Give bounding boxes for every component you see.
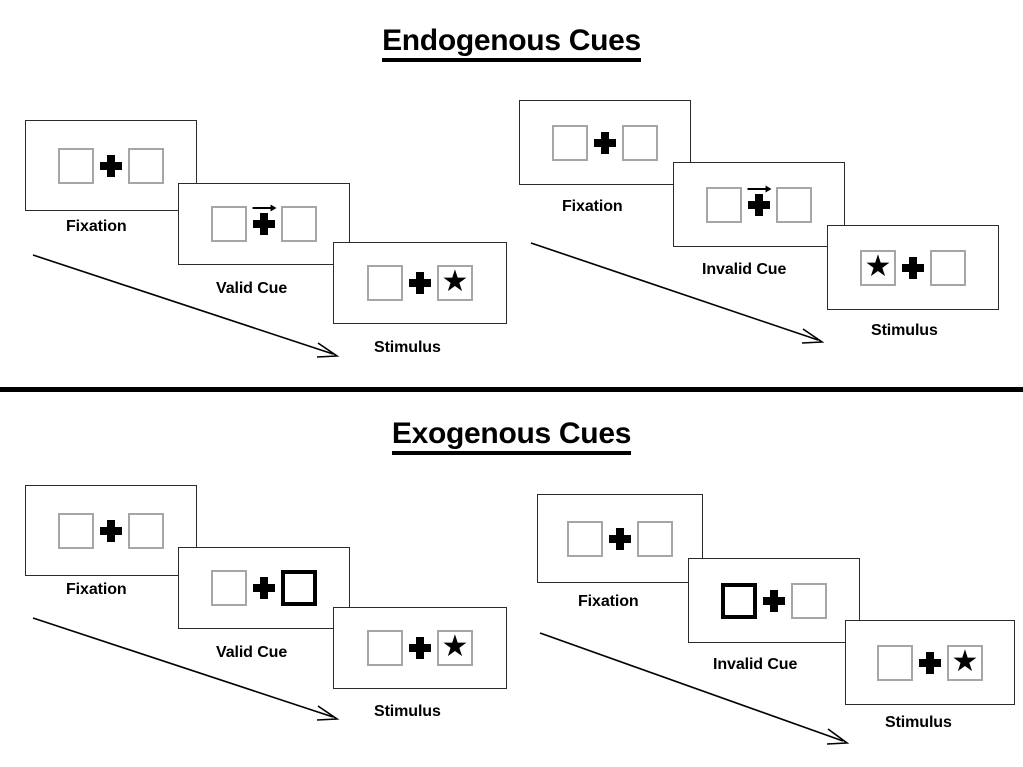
plus-cross-icon bbox=[409, 637, 431, 659]
plus-cross-icon bbox=[902, 256, 924, 279]
plus-cross-icon bbox=[919, 651, 941, 674]
stage-label-exogenous-valid-cue: Valid Cue bbox=[216, 644, 288, 661]
frame-exogenous-invalid-cue bbox=[688, 558, 860, 643]
fixation-cross bbox=[247, 568, 281, 608]
fixation-cross bbox=[896, 248, 930, 288]
section-title-endogenous-text: Endogenous Cues bbox=[382, 24, 641, 62]
stage-label-endogenous-valid-stimulus: Stimulus bbox=[374, 339, 441, 356]
placeholder-box-left bbox=[367, 630, 403, 666]
star-target-icon: ★ bbox=[864, 249, 892, 283]
frame-endogenous-valid-cue bbox=[178, 183, 350, 265]
frame-exogenous-valid-cue bbox=[178, 547, 350, 629]
plus-cross-icon bbox=[409, 272, 431, 294]
fixation-cross bbox=[94, 511, 128, 551]
frame-endogenous-invalid-stimulus: ★ bbox=[827, 225, 999, 310]
flow-arrow-exogenous-valid bbox=[30, 613, 345, 728]
star-target-icon: ★ bbox=[951, 644, 979, 678]
frame-endogenous-valid-stimulus: ★ bbox=[333, 242, 507, 324]
target-box-right: ★ bbox=[947, 644, 983, 681]
placeholder-box-left bbox=[877, 644, 913, 681]
plus-cross-icon bbox=[748, 193, 770, 216]
stage-label-endogenous-valid-cue: Valid Cue bbox=[216, 280, 288, 297]
placeholder-box-left bbox=[211, 206, 247, 242]
placeholder-box-right bbox=[791, 582, 827, 619]
flow-arrow-exogenous-invalid bbox=[537, 628, 852, 753]
section-title-exogenous: Exogenous Cues bbox=[0, 417, 1023, 455]
placeholder-box-left bbox=[58, 147, 94, 184]
fixation-cross bbox=[588, 123, 622, 163]
placeholder-box-left bbox=[211, 570, 247, 606]
plus-cross-icon bbox=[594, 131, 616, 154]
fixation-cross bbox=[913, 643, 947, 683]
placeholder-box-left bbox=[706, 186, 742, 223]
flow-arrow-endogenous-valid bbox=[30, 250, 345, 365]
fixation-cross bbox=[403, 628, 437, 668]
placeholder-box-left bbox=[367, 265, 403, 301]
placeholder-box-right bbox=[128, 512, 164, 549]
arrow-right-icon bbox=[252, 203, 278, 213]
stage-label-endogenous-invalid-cue: Invalid Cue bbox=[702, 261, 787, 278]
frame-exogenous-valid-stimulus: ★ bbox=[333, 607, 507, 689]
plus-cross-icon bbox=[763, 589, 785, 612]
plus-cross-icon bbox=[100, 154, 122, 177]
placeholder-box-right bbox=[930, 249, 966, 286]
star-target-icon: ★ bbox=[441, 265, 469, 298]
placeholder-box-right bbox=[281, 206, 317, 242]
frame-exogenous-invalid-fixation bbox=[537, 494, 703, 583]
stage-label-exogenous-invalid-fixation: Fixation bbox=[578, 593, 639, 610]
fixation-cross bbox=[757, 581, 791, 621]
frame-endogenous-invalid-fixation bbox=[519, 100, 691, 185]
placeholder-box-left bbox=[552, 124, 588, 161]
stage-label-exogenous-valid-stimulus: Stimulus bbox=[374, 703, 441, 720]
stage-label-exogenous-invalid-cue: Invalid Cue bbox=[713, 656, 798, 673]
stage-label-endogenous-valid-fixation: Fixation bbox=[66, 218, 127, 235]
stage-label-exogenous-invalid-stimulus: Stimulus bbox=[885, 714, 952, 731]
placeholder-box-right bbox=[776, 186, 812, 223]
plus-cross-icon bbox=[253, 213, 275, 235]
placeholder-box-left bbox=[567, 520, 603, 557]
flow-arrow-endogenous-invalid bbox=[528, 238, 828, 353]
fixation-cross-with-cue bbox=[247, 204, 281, 244]
stage-label-endogenous-invalid-fixation: Fixation bbox=[562, 198, 623, 215]
placeholder-box-right bbox=[637, 520, 673, 557]
star-target-icon: ★ bbox=[441, 630, 469, 663]
frame-exogenous-invalid-stimulus: ★ bbox=[845, 620, 1015, 705]
stage-label-exogenous-valid-fixation: Fixation bbox=[66, 581, 127, 598]
cued-box-right bbox=[281, 570, 317, 606]
arrow-right-icon bbox=[747, 184, 773, 194]
placeholder-box-right bbox=[128, 147, 164, 184]
fixation-cross bbox=[403, 263, 437, 303]
frame-endogenous-invalid-cue bbox=[673, 162, 845, 247]
stage-label-endogenous-invalid-stimulus: Stimulus bbox=[871, 322, 938, 339]
section-divider bbox=[0, 387, 1023, 392]
fixation-cross bbox=[94, 146, 128, 186]
section-title-endogenous: Endogenous Cues bbox=[0, 24, 1023, 62]
cued-box-left bbox=[721, 582, 757, 619]
placeholder-box-left bbox=[58, 512, 94, 549]
target-box-right: ★ bbox=[437, 630, 473, 666]
fixation-cross bbox=[603, 519, 637, 559]
frame-endogenous-valid-fixation bbox=[25, 120, 197, 211]
target-box-right: ★ bbox=[437, 265, 473, 301]
plus-cross-icon bbox=[609, 527, 631, 550]
placeholder-box-right bbox=[622, 124, 658, 161]
plus-cross-icon bbox=[100, 519, 122, 542]
section-title-exogenous-text: Exogenous Cues bbox=[391, 417, 631, 455]
target-box-left: ★ bbox=[860, 249, 896, 286]
fixation-cross-with-cue bbox=[742, 185, 776, 225]
plus-cross-icon bbox=[253, 577, 275, 599]
frame-exogenous-valid-fixation bbox=[25, 485, 197, 576]
